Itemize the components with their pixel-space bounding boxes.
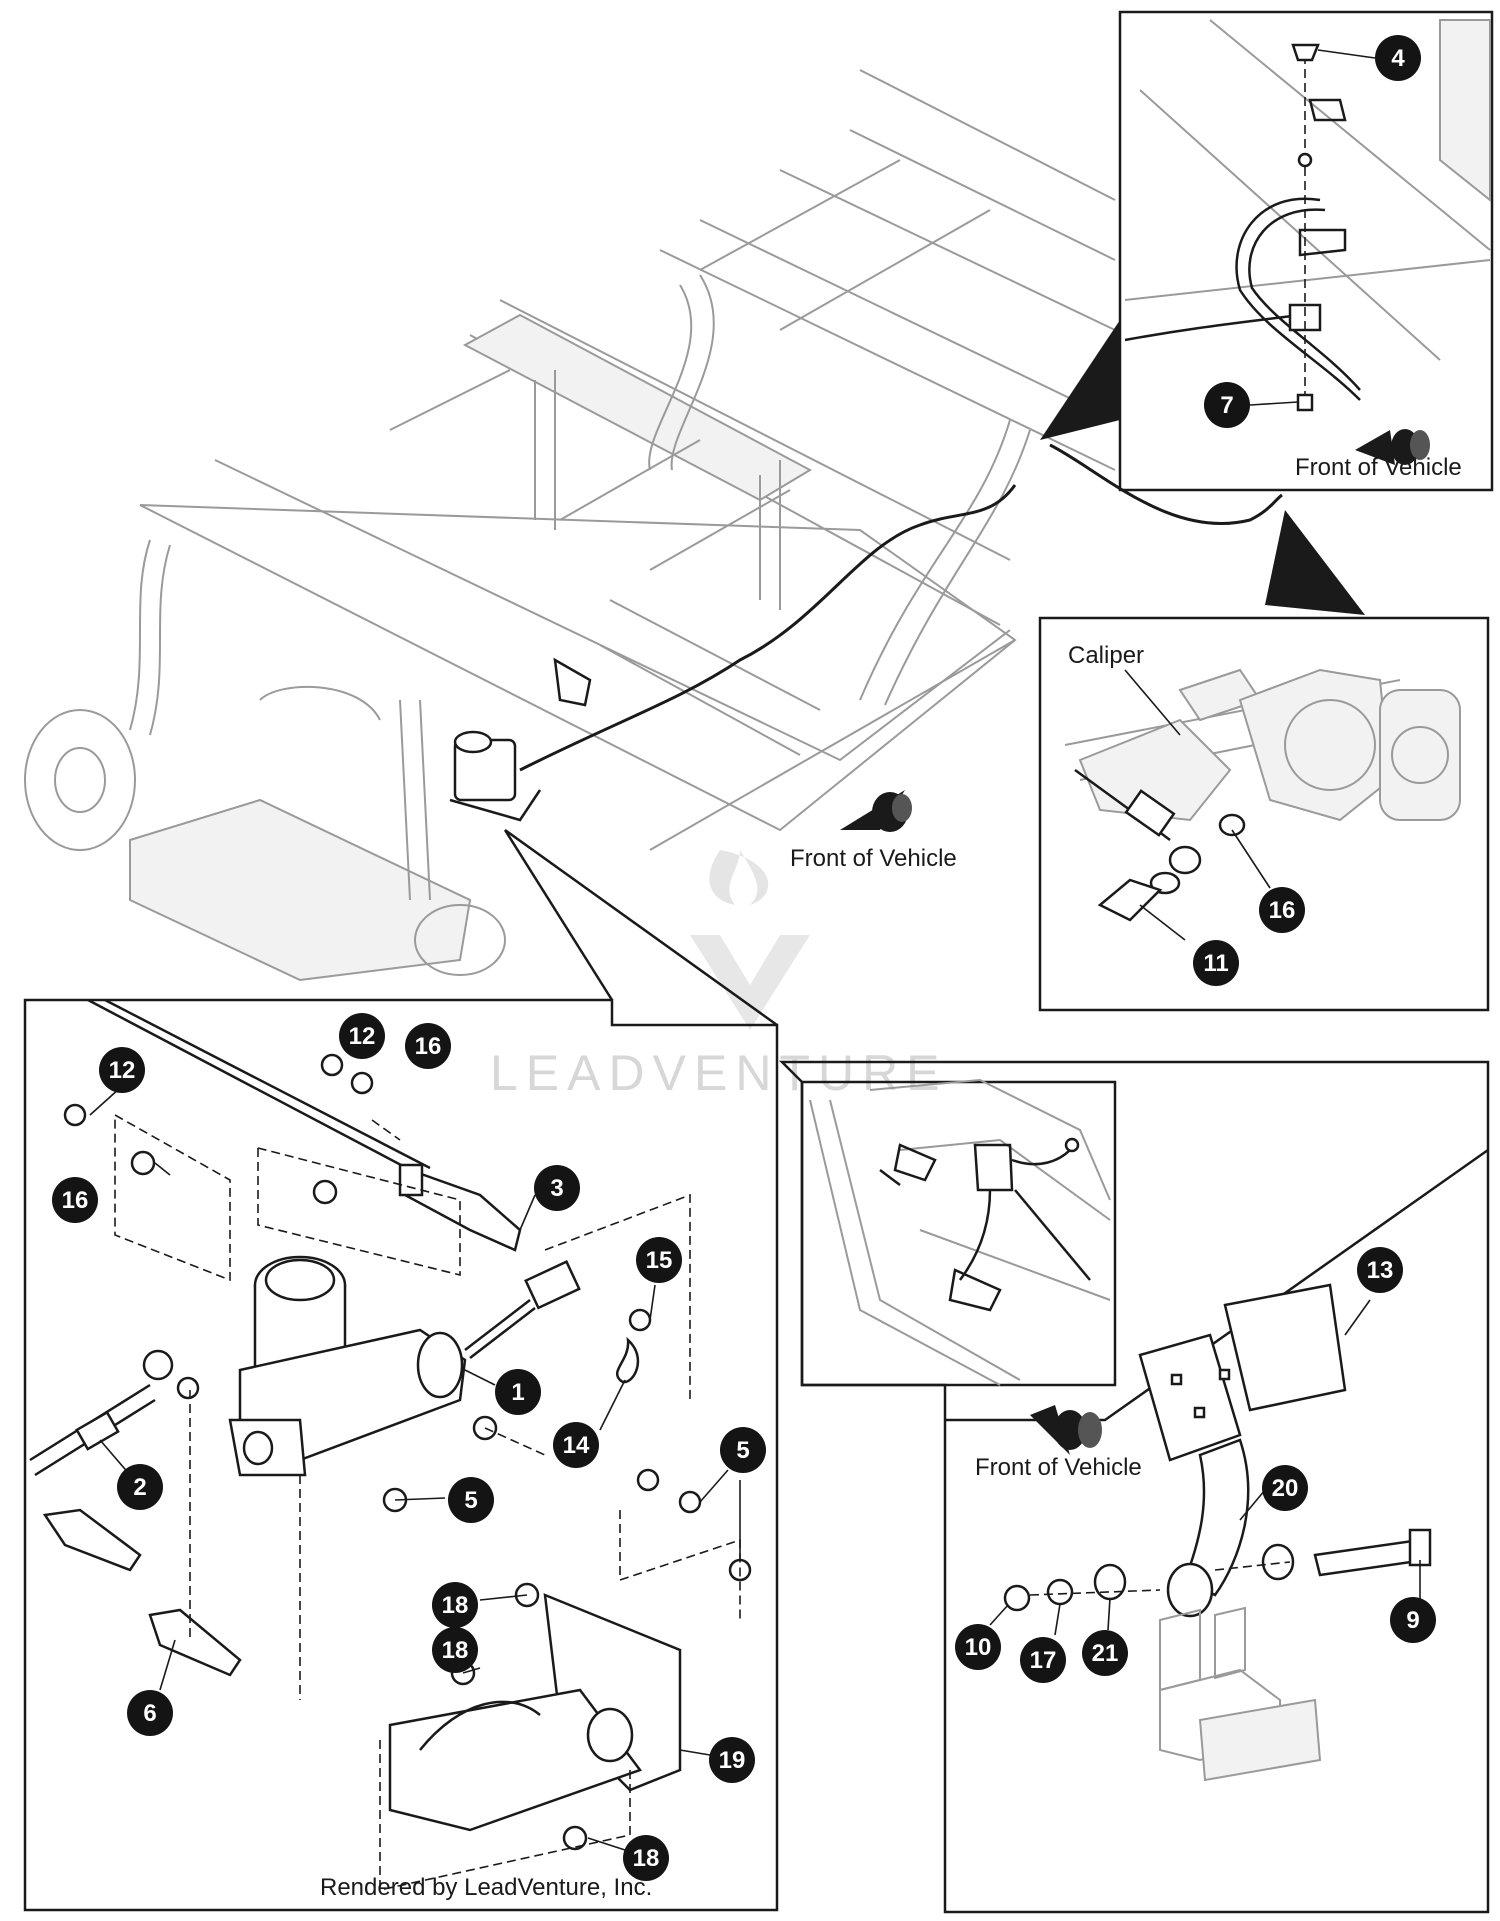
svg-text:19: 19 [719,1747,746,1774]
front-arrow-pedal-icon [1030,1405,1102,1455]
callout-1: 1 [495,1369,541,1415]
assembly-line-6 [379,1740,631,1891]
caliper-label: Caliper [1068,642,1144,669]
svg-text:20: 20 [1272,1475,1299,1502]
front-label-pedal: Front of Vehicle [975,1454,1142,1481]
assembly-line-2 [257,1147,461,1277]
inset-cable-bracket [1040,10,1494,492]
svg-text:18: 18 [442,1637,469,1664]
watermark-text: LEADVENTURE [490,1045,948,1101]
callout-15: 15 [636,1237,682,1283]
pedal-mount-small [553,657,592,707]
callout-12-a: 12 [339,1013,385,1059]
svg-text:5: 5 [736,1437,749,1464]
callout-12-b: 12 [99,1047,145,1093]
callout-20: 20 [1262,1465,1308,1511]
callout-9: 9 [1390,1597,1436,1643]
callout-13: 13 [1357,1247,1403,1293]
svg-text:21: 21 [1092,1640,1119,1667]
svg-text:2: 2 [133,1474,146,1501]
callout-18-b: 18 [432,1627,478,1673]
svg-text:4: 4 [1391,45,1405,72]
watermark-logo [690,850,810,1030]
svg-text:12: 12 [349,1023,376,1050]
svg-text:14: 14 [563,1432,590,1459]
assembly-line-3 [544,1193,691,1400]
callout-16-a: 16 [405,1023,451,1069]
svg-text:16: 16 [1269,897,1296,924]
svg-text:16: 16 [415,1033,442,1060]
front-label-main: Front of Vehicle [790,845,957,872]
svg-text:5: 5 [464,1487,477,1514]
inset-pedal-location [778,1060,1490,1914]
inset-caliper [1038,510,1490,1012]
callout-16-caliper: 16 [1259,887,1305,933]
callout-19: 19 [709,1737,755,1783]
callout-14: 14 [553,1422,599,1468]
assembly-line-7 [619,1510,741,1620]
credit-label: Rendered by LeadVenture, Inc. [320,1874,652,1901]
callout-21: 21 [1082,1630,1128,1676]
callout-7: 7 [1204,382,1250,428]
svg-text:13: 13 [1367,1257,1394,1284]
svg-text:18: 18 [442,1592,469,1619]
front-label-top-right: Front of Vehicle [1295,454,1462,481]
svg-text:1: 1 [511,1379,524,1406]
callout-10: 10 [955,1624,1001,1670]
assembly-line-9 [484,1427,546,1456]
callout-16-b: 16 [52,1177,98,1223]
svg-text:9: 9 [1406,1607,1419,1634]
svg-text:7: 7 [1220,392,1233,419]
chassis-frame-drawing [24,69,1116,982]
brake-line-rear [1049,443,1283,526]
assembly-line-1 [114,1113,231,1282]
inset-master-cylinder [23,828,779,1912]
front-arrow-main-icon [840,790,912,832]
callout-17: 17 [1020,1637,1066,1683]
callout-2: 2 [117,1464,163,1510]
svg-text:10: 10 [965,1634,992,1661]
callout-6: 6 [127,1690,173,1736]
svg-text:6: 6 [143,1700,156,1727]
callout-18-a: 18 [432,1582,478,1628]
svg-text:18: 18 [633,1845,660,1872]
svg-text:15: 15 [646,1247,673,1274]
callout-4: 4 [1375,35,1421,81]
svg-text:16: 16 [62,1187,89,1214]
callout-18-c: 18 [623,1835,669,1881]
svg-text:3: 3 [550,1175,563,1202]
callout-5-b: 5 [720,1427,766,1473]
svg-text:12: 12 [109,1057,136,1084]
front-arrow-top-right-icon [1355,429,1430,465]
callout-3: 3 [534,1165,580,1211]
assembly-line-8 [371,1119,401,1141]
svg-text:17: 17 [1030,1647,1057,1674]
svg-text:11: 11 [1203,950,1228,977]
master-cylinder-small [449,730,542,822]
callout-11: 11 [1193,940,1239,986]
callout-5-a: 5 [448,1477,494,1523]
brake-line-main [519,484,1017,772]
